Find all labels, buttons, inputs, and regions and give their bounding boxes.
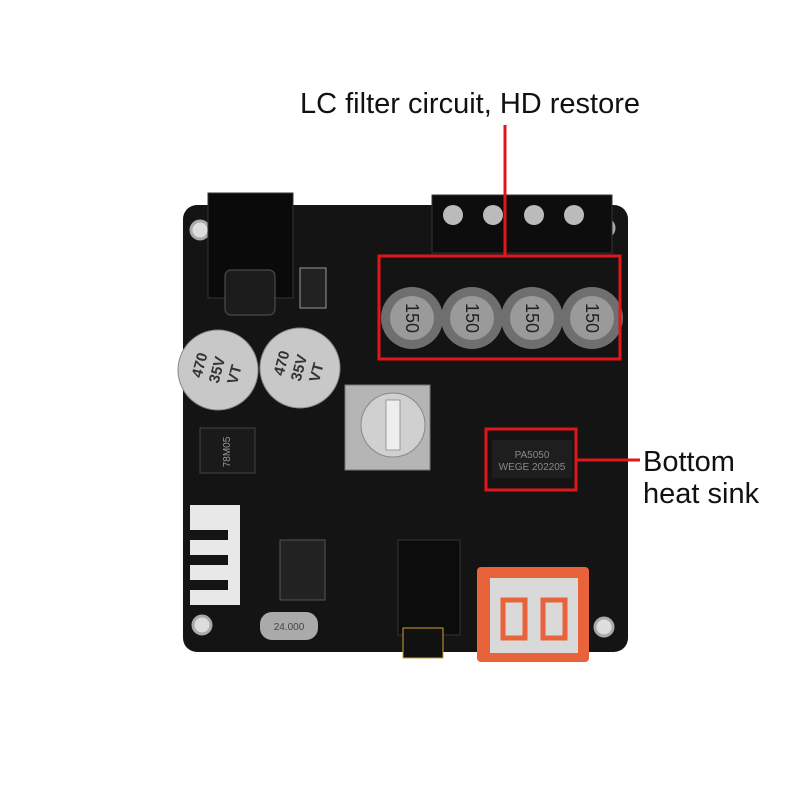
svg-text:150: 150 xyxy=(522,303,542,333)
svg-text:78M05: 78M05 xyxy=(222,436,233,467)
svg-text:150: 150 xyxy=(402,303,422,333)
speaker-terminal-block xyxy=(431,194,613,254)
svg-text:VT: VT xyxy=(306,361,327,384)
amplifier-chip: PA5050 WEGE 202205 xyxy=(492,440,572,478)
audio-jack xyxy=(397,539,461,659)
callout-lc-filter xyxy=(377,125,622,361)
bluetooth-antenna xyxy=(190,505,240,605)
bluetooth-chip xyxy=(279,539,326,601)
svg-text:PA5050: PA5050 xyxy=(515,450,550,461)
inductor: 150 xyxy=(501,287,563,349)
lc-filter-annotation: LC filter circuit, HD restore xyxy=(300,88,641,120)
voltage-regulator: 78M05 xyxy=(199,427,256,474)
heat-sink-annotation-line1: Bottom xyxy=(643,446,735,478)
inductor: 150 xyxy=(441,287,503,349)
svg-text:150: 150 xyxy=(462,303,482,333)
callout-heat-sink xyxy=(484,427,640,492)
inductor: 150 xyxy=(381,287,443,349)
svg-text:24.000: 24.000 xyxy=(274,622,305,633)
heat-sink-annotation-line2: heat sink xyxy=(643,478,760,510)
svg-text:35V: 35V xyxy=(288,353,311,383)
usb-port xyxy=(477,567,589,662)
volume-potentiometer xyxy=(344,384,431,471)
dc-power-jack xyxy=(207,192,294,316)
diode xyxy=(299,267,327,309)
svg-text:VT: VT xyxy=(224,363,245,386)
svg-text:35V: 35V xyxy=(206,355,229,385)
lc-inductors: 150 150 150 150 xyxy=(381,287,623,349)
inductor: 150 xyxy=(561,287,623,349)
crystal-oscillator: 24.000 xyxy=(260,612,318,640)
svg-text:470: 470 xyxy=(189,351,212,380)
svg-text:150: 150 xyxy=(582,303,602,333)
heat-sink-annotation: Bottom heat sink xyxy=(643,446,793,510)
svg-text:WEGE 202205: WEGE 202205 xyxy=(499,462,566,473)
svg-text:470: 470 xyxy=(271,349,294,378)
